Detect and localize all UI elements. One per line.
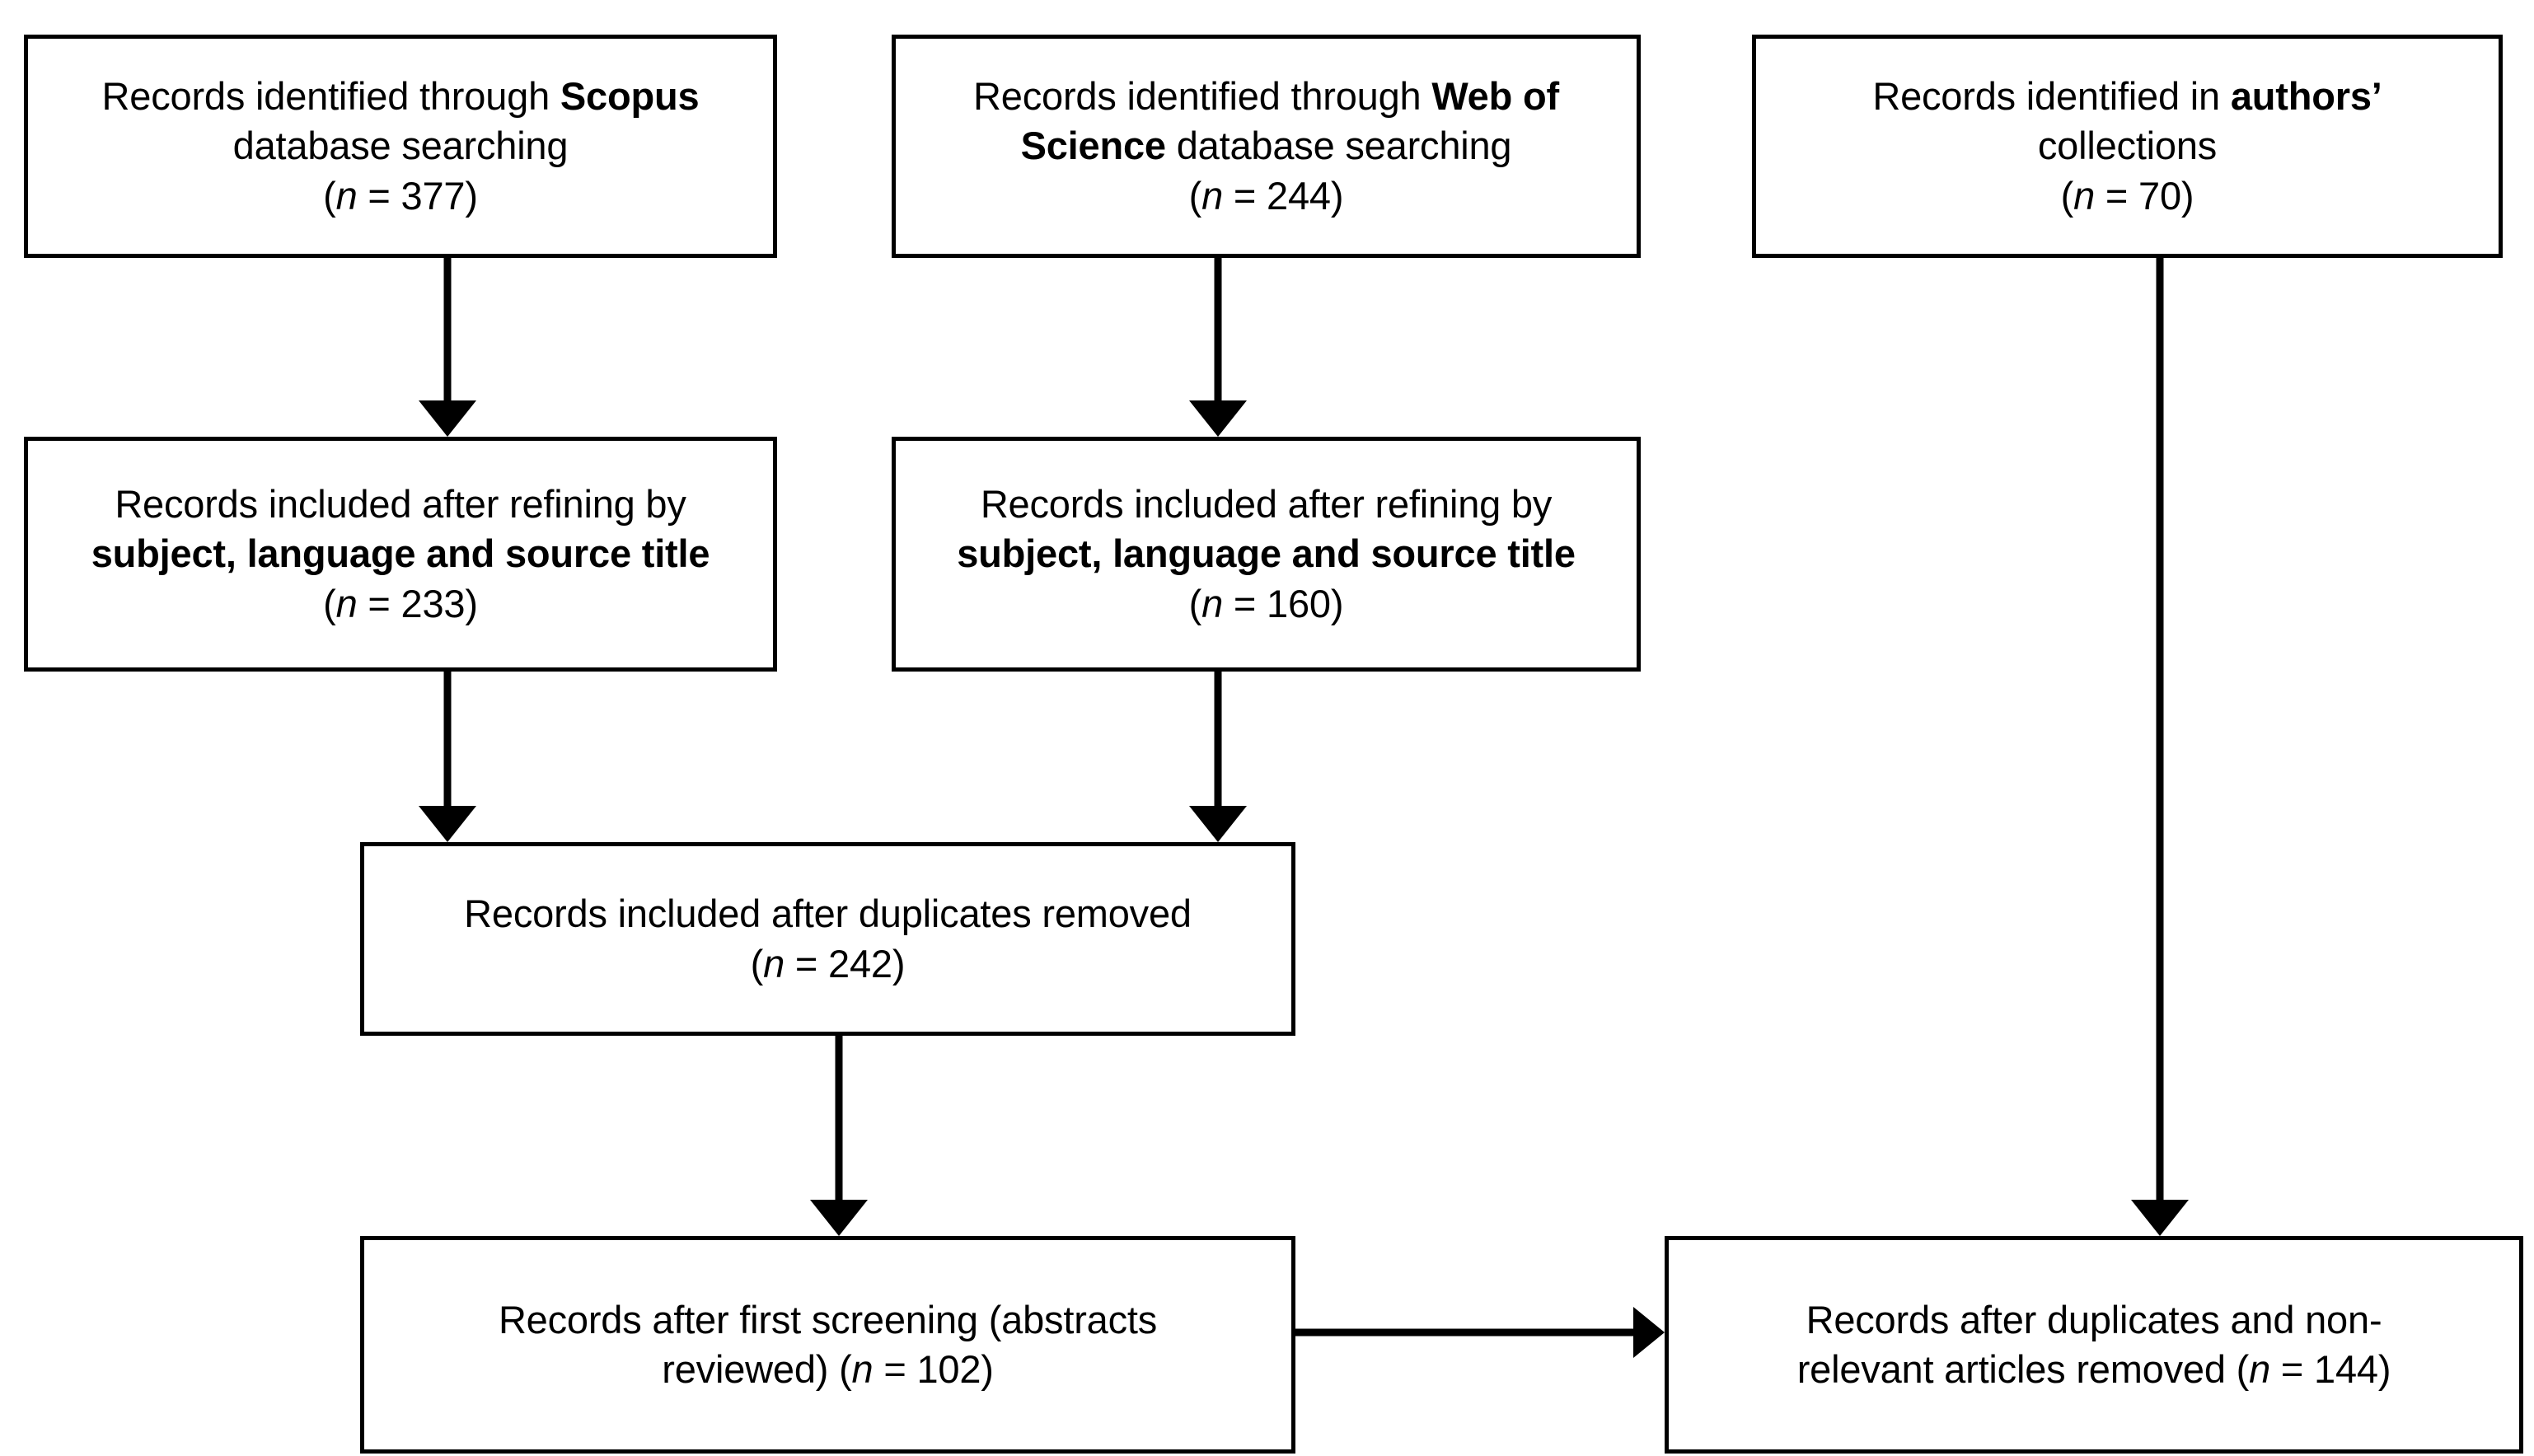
arrow-first-screening-to-final-records xyxy=(1295,1307,1665,1358)
box-duplicates-removed: Records included after duplicates remove… xyxy=(360,842,1295,1036)
duplicates-line1: Records included after duplicates remove… xyxy=(464,892,1192,936)
wos-line2-post: database searching xyxy=(1165,124,1512,168)
final-records-line1: Records after duplicates and non- xyxy=(1806,1297,2382,1341)
box-final-records: Records after duplicates and non- releva… xyxy=(1665,1236,2523,1454)
arrow-scopus-to-refined xyxy=(419,258,476,437)
wos-refined-n-value: = 160) xyxy=(1223,581,1344,625)
wos-count-open: ( xyxy=(1188,173,1202,218)
duplicates-n-italic: n xyxy=(763,941,785,985)
wos-refined-count-open: ( xyxy=(1188,581,1202,625)
scopus-line1-bold: Scopus xyxy=(560,74,700,119)
box-first-screening: Records after first screening (abstracts… xyxy=(360,1236,1295,1454)
box-duplicates-removed-text: Records included after duplicates remove… xyxy=(443,889,1213,988)
scopus-refined-line2-bold: subject, language and source title xyxy=(91,531,710,576)
scopus-refined-line1: Records included after refining by xyxy=(115,482,686,527)
scopus-line1-pre: Records identified through xyxy=(101,74,560,119)
arrow-duplicates-to-first-screening xyxy=(810,1036,868,1236)
box-first-screening-text: Records after first screening (abstracts… xyxy=(477,1295,1178,1394)
wos-line2-bold: Science xyxy=(1020,124,1166,168)
first-screening-line2: reviewed) ( xyxy=(662,1347,852,1391)
box-wos-text: Records identified through Web of Scienc… xyxy=(952,72,1581,220)
final-records-n-italic: n xyxy=(2249,1347,2271,1391)
box-scopus-refined-text: Records included after refining by subje… xyxy=(70,480,732,628)
arrow-authors-to-final-records xyxy=(2131,258,2189,1236)
scopus-refined-count-open: ( xyxy=(323,581,336,625)
wos-line1-pre: Records identified through xyxy=(973,74,1432,119)
scopus-n-value: = 377) xyxy=(357,173,478,218)
arrow-scopus-refined-to-duplicates xyxy=(419,672,476,842)
authors-count-open: ( xyxy=(2060,173,2074,218)
wos-refined-line2-bold: subject, language and source title xyxy=(957,531,1576,576)
authors-line1-pre: Records identified in xyxy=(1872,74,2231,119)
box-authors-text: Records identified in authors’ collectio… xyxy=(1851,72,2403,220)
box-final-records-text: Records after duplicates and non- releva… xyxy=(1776,1295,2413,1394)
wos-line1-bold: Web of xyxy=(1431,74,1559,119)
authors-line2: collections xyxy=(2037,124,2218,168)
first-screening-line1: Records after first screening (abstracts xyxy=(498,1297,1158,1341)
box-scopus-identified: Records identified through Scopus databa… xyxy=(24,35,777,258)
wos-n-value: = 244) xyxy=(1223,173,1344,218)
first-screening-n-italic: n xyxy=(851,1347,874,1391)
authors-n-value: = 70) xyxy=(2095,173,2194,218)
duplicates-count-open: ( xyxy=(750,941,764,985)
wos-refined-line1: Records included after refining by xyxy=(980,482,1553,527)
authors-n-italic: n xyxy=(2073,173,2096,218)
first-screening-n-value: = 102) xyxy=(873,1347,994,1391)
arrow-wos-refined-to-duplicates xyxy=(1189,672,1247,842)
scopus-refined-n-italic: n xyxy=(335,581,358,625)
box-wos-refined-text: Records included after refining by subje… xyxy=(935,480,1597,628)
arrow-wos-to-refined xyxy=(1189,258,1247,437)
authors-line1-bold: authors’ xyxy=(2230,74,2382,119)
scopus-refined-n-value: = 233) xyxy=(357,581,478,625)
box-wos-identified: Records identified through Web of Scienc… xyxy=(892,35,1641,258)
box-scopus-refined: Records included after refining by subje… xyxy=(24,437,777,672)
box-authors-collections: Records identified in authors’ collectio… xyxy=(1752,35,2503,258)
scopus-count-open: ( xyxy=(323,173,336,218)
box-wos-refined: Records included after refining by subje… xyxy=(892,437,1641,672)
duplicates-n-value: = 242) xyxy=(785,941,906,985)
scopus-n-italic: n xyxy=(335,173,358,218)
scopus-line2: database searching xyxy=(232,124,569,168)
wos-refined-n-italic: n xyxy=(1201,581,1224,625)
final-records-line2: relevant articles removed ( xyxy=(1796,1347,2250,1391)
final-records-n-value: = 144) xyxy=(2270,1347,2391,1391)
wos-n-italic: n xyxy=(1201,173,1224,218)
box-scopus-text: Records identified through Scopus databa… xyxy=(81,72,721,220)
